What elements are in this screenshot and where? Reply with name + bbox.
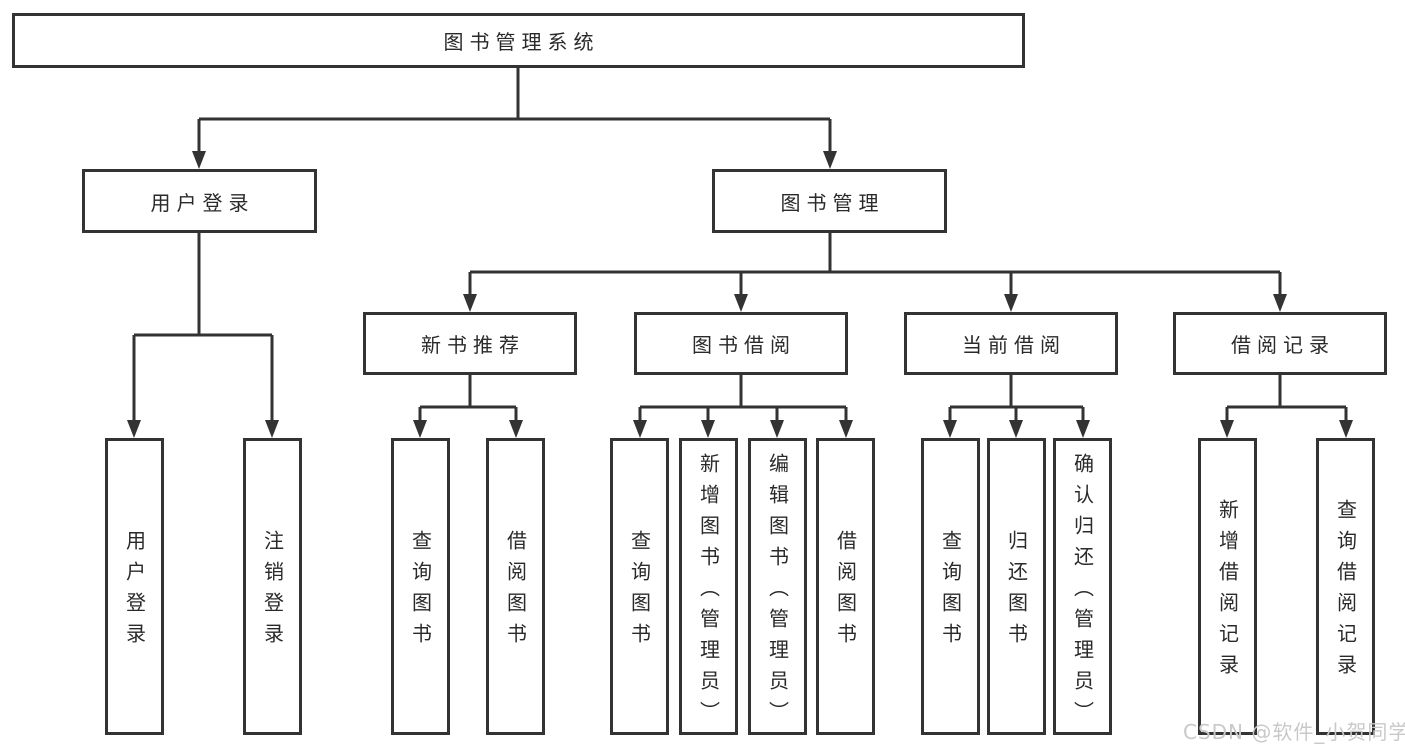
arrow-down-icon bbox=[734, 294, 748, 312]
leaf-logout-login: 注销登录 bbox=[243, 438, 302, 735]
arrow-down-icon bbox=[265, 420, 279, 438]
leaf-borrowing-borrow-books: 借阅图书 bbox=[816, 438, 875, 735]
node-label: 新书推荐 bbox=[421, 333, 525, 357]
leaf-label: 借阅图书 bbox=[833, 530, 858, 654]
node-book-management: 图书管理 bbox=[712, 169, 947, 233]
node-label: 图书管理系统 bbox=[443, 30, 600, 54]
leaf-current-return-books: 归还图书 bbox=[987, 438, 1046, 735]
leaf-label: 注销登录 bbox=[260, 530, 285, 654]
connector-borrowrecords-to-leaves bbox=[1225, 375, 1348, 425]
node-label: 图书借阅 bbox=[692, 333, 796, 357]
leaf-current-confirm-return-admin: 确认归还（管理员） bbox=[1053, 438, 1112, 735]
arrow-down-icon bbox=[1076, 420, 1090, 438]
arrow-down-icon bbox=[1220, 420, 1234, 438]
leaf-current-query-books: 查询图书 bbox=[921, 438, 980, 735]
connector-bookmgmt-to-level3 bbox=[468, 233, 1282, 299]
leaf-label: 用户登录 bbox=[122, 530, 147, 654]
arrow-down-icon bbox=[1273, 294, 1287, 312]
node-root-system: 图书管理系统 bbox=[12, 13, 1025, 68]
leaf-records-add-record: 新增借阅记录 bbox=[1198, 438, 1257, 735]
connector-userlogin-to-leaves bbox=[132, 233, 274, 425]
arrow-down-icon bbox=[413, 420, 427, 438]
node-label: 图书管理 bbox=[780, 190, 885, 215]
arrow-down-icon bbox=[1004, 294, 1018, 312]
node-label: 借阅记录 bbox=[1231, 333, 1335, 357]
leaf-borrowing-query-books: 查询图书 bbox=[610, 438, 669, 735]
leaf-label: 查询借阅记录 bbox=[1333, 499, 1358, 685]
leaf-label: 新增借阅记录 bbox=[1215, 499, 1240, 685]
arrow-down-icon bbox=[701, 420, 715, 438]
arrow-down-icon bbox=[770, 420, 784, 438]
connector-root-to-level2 bbox=[197, 68, 832, 156]
arrow-down-icon bbox=[127, 420, 141, 438]
leaf-label: 归还图书 bbox=[1004, 530, 1029, 654]
leaf-label: 查询图书 bbox=[408, 530, 433, 654]
leaf-label: 借阅图书 bbox=[503, 530, 528, 654]
arrow-down-icon bbox=[1339, 420, 1353, 438]
arrow-down-icon bbox=[943, 420, 957, 438]
connector-newbook-to-leaves bbox=[418, 375, 518, 425]
node-user-login: 用户登录 bbox=[82, 169, 317, 233]
leaf-records-query-record: 查询借阅记录 bbox=[1316, 438, 1375, 735]
arrow-down-icon bbox=[823, 151, 837, 169]
arrow-down-icon bbox=[192, 151, 206, 169]
node-new-book-recommend: 新书推荐 bbox=[363, 312, 577, 375]
node-label: 用户登录 bbox=[150, 190, 255, 215]
leaf-newbook-query-books: 查询图书 bbox=[391, 438, 450, 735]
leaf-label: 确认归还（管理员） bbox=[1070, 452, 1095, 732]
arrow-down-icon bbox=[633, 420, 647, 438]
arrow-down-icon bbox=[839, 420, 853, 438]
node-current-borrowing: 当前借阅 bbox=[904, 312, 1118, 375]
node-book-borrowing: 图书借阅 bbox=[634, 312, 848, 375]
leaf-borrowing-edit-books-admin: 编辑图书（管理员） bbox=[748, 438, 807, 735]
arrow-down-icon bbox=[1009, 420, 1023, 438]
arrow-down-icon bbox=[463, 294, 477, 312]
leaf-label: 查询图书 bbox=[627, 530, 652, 654]
csdn-watermark: CSDN @软件_小贺同学 bbox=[1183, 720, 1405, 744]
leaf-label: 新增图书（管理员） bbox=[696, 452, 721, 732]
leaf-user-login: 用户登录 bbox=[105, 438, 164, 735]
arrow-down-icon bbox=[509, 420, 523, 438]
arrowheads bbox=[127, 151, 1353, 438]
node-borrowing-records: 借阅记录 bbox=[1173, 312, 1387, 375]
leaf-label: 编辑图书（管理员） bbox=[765, 452, 790, 732]
node-label: 当前借阅 bbox=[962, 333, 1066, 357]
leaf-label: 查询图书 bbox=[938, 530, 963, 654]
leaf-borrowing-add-books-admin: 新增图书（管理员） bbox=[679, 438, 738, 735]
connector-bookborrow-to-leaves bbox=[638, 375, 848, 425]
leaf-newbook-borrow-books: 借阅图书 bbox=[486, 438, 545, 735]
connector-currentborrow-to-leaves bbox=[948, 375, 1085, 425]
